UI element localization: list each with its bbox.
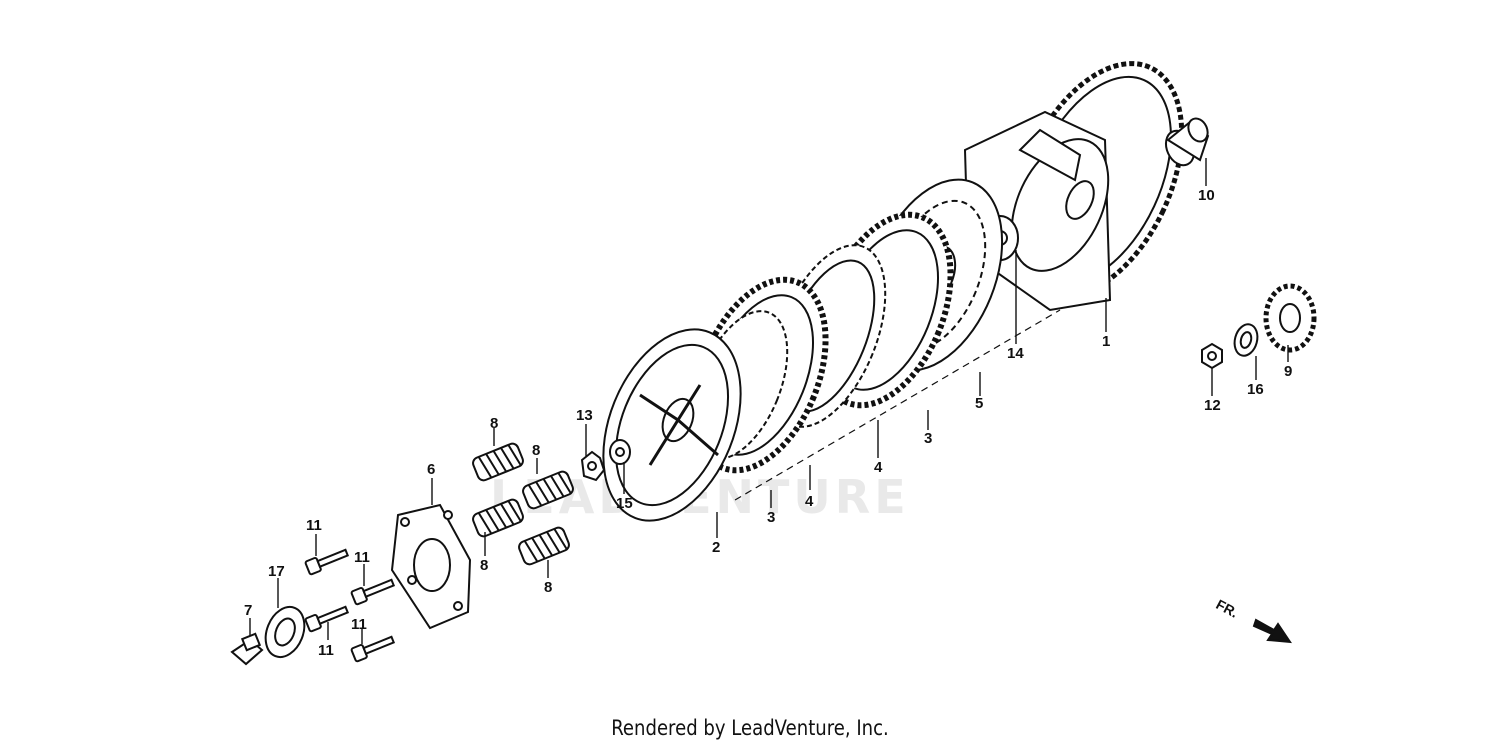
nut-12 [1201,342,1223,370]
callout-1: 1 [1102,333,1111,350]
callout-8c: 8 [480,557,489,574]
callout-8b: 8 [532,442,541,459]
clutch-outer-gear [963,61,1185,312]
callout-4a: 4 [805,493,814,510]
callout-12: 12 [1204,397,1221,414]
callout-3a: 3 [767,509,776,526]
callout-11d: 11 [351,616,367,633]
callout-2: 2 [712,539,721,556]
callout-11c: 11 [318,642,334,659]
callout-5: 5 [975,395,984,412]
callout-16: 16 [1247,381,1264,398]
callout-10: 10 [1198,187,1215,204]
collar-bushing [1164,117,1210,167]
callout-11a: 11 [306,517,322,534]
callout-8d: 8 [544,579,553,596]
lifter-plate [390,503,472,630]
footer-credit: Rendered by LeadVenture, Inc. [611,716,889,740]
clutch-springs [472,442,574,566]
washer-16 [1233,323,1259,357]
callout-11b: 11 [354,549,370,566]
leader-lines [249,158,1289,644]
lifter-rod-7 [230,632,264,666]
callout-14: 14 [1007,345,1024,362]
pressure-plate [602,328,742,522]
callout-4b: 4 [874,459,883,476]
callout-9: 9 [1284,363,1293,380]
callout-17: 17 [268,563,285,580]
callout-13: 13 [576,407,593,424]
front-arrow-icon [1252,618,1292,644]
callout-8a: 8 [490,415,499,432]
callout-7: 7 [244,602,253,619]
bolts-11 [304,548,396,663]
callout-6: 6 [427,461,436,478]
callout-15: 15 [616,495,633,512]
sprocket-9 [1263,283,1317,353]
washer-15 [609,439,631,465]
bearing-17 [264,605,306,659]
callout-3b: 3 [924,430,933,447]
lock-washer-13 [580,450,606,482]
